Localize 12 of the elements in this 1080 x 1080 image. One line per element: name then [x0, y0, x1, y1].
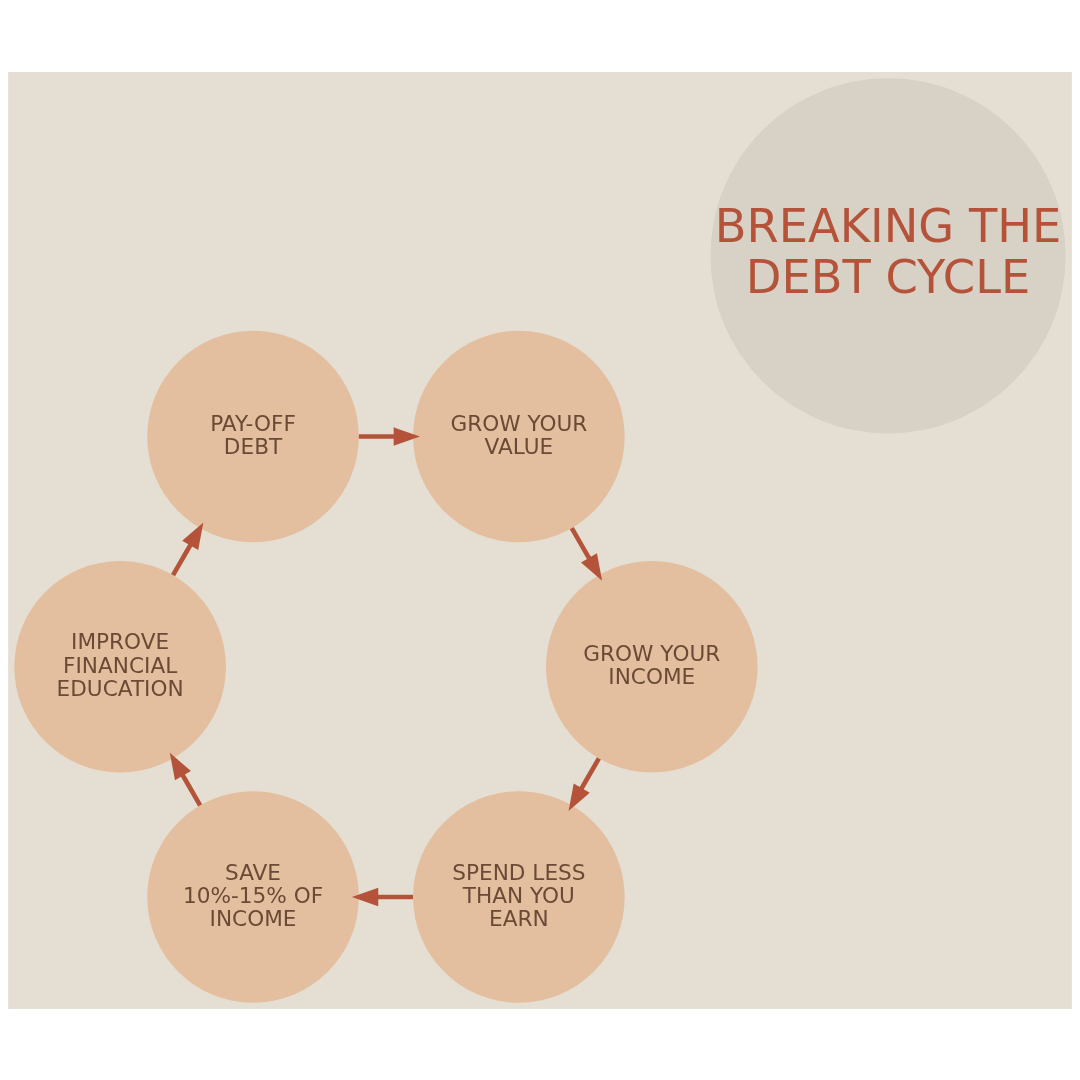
node-circle: SPEND LESS THAN YOU EARN — [413, 790, 625, 1003]
node-circle: GROW YOUR INCOME — [546, 560, 758, 773]
arrow — [569, 526, 603, 581]
arrow — [568, 756, 601, 811]
node-circle: PAY-OFF DEBT — [147, 330, 359, 542]
arrow — [358, 426, 420, 446]
node-circle: GROW YOUR VALUE — [413, 330, 625, 542]
node-circle: SAVE 10%-15% OF INCOME — [147, 790, 359, 1003]
arrow — [171, 522, 204, 576]
node-circle: IMPROVE FINANCIAL EDUCATION — [14, 560, 226, 773]
arrow — [351, 887, 414, 906]
arrow — [169, 752, 203, 806]
